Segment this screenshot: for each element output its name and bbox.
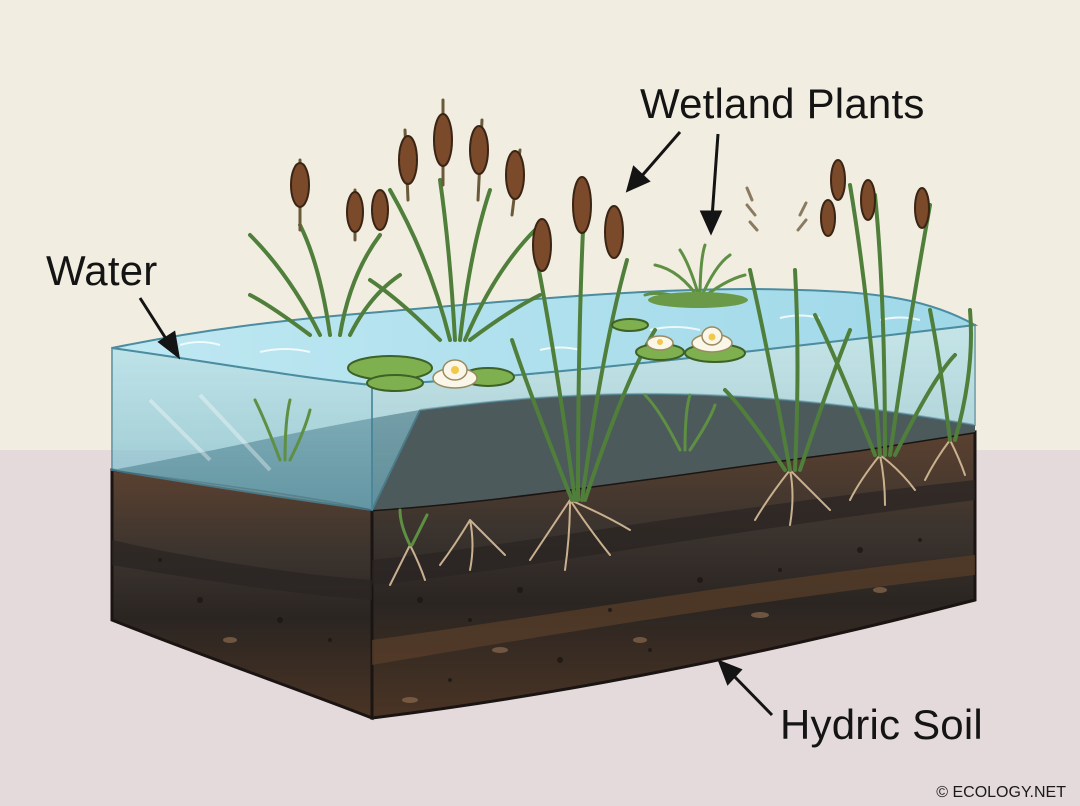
hydric-soil-label: Hydric Soil (780, 701, 983, 748)
lily-pads (347, 318, 746, 392)
cattail-clump-right (813, 159, 957, 457)
wetland-plants-label: Wetland Plants (640, 80, 925, 127)
reed-seed-heads (745, 186, 808, 232)
wetland-plants (248, 98, 973, 586)
plants-arrow-left (625, 131, 682, 193)
credit-text: © ECOLOGY.NET (936, 784, 1066, 801)
submerged-plants (253, 393, 717, 547)
soil-arrow (717, 659, 774, 717)
cattail-clump-tall (510, 176, 657, 502)
plant-roots (389, 439, 966, 586)
plants-arrow-right (699, 133, 723, 236)
water-label: Water (46, 247, 158, 294)
callout-arrows (138, 131, 774, 717)
water-arrow (138, 297, 181, 360)
cattail-clump-left (248, 158, 402, 337)
reed-clump (723, 268, 973, 472)
water-lily-flowers (432, 326, 733, 389)
cattail-clump-center (368, 98, 542, 342)
grass-tuft-base (648, 292, 748, 308)
